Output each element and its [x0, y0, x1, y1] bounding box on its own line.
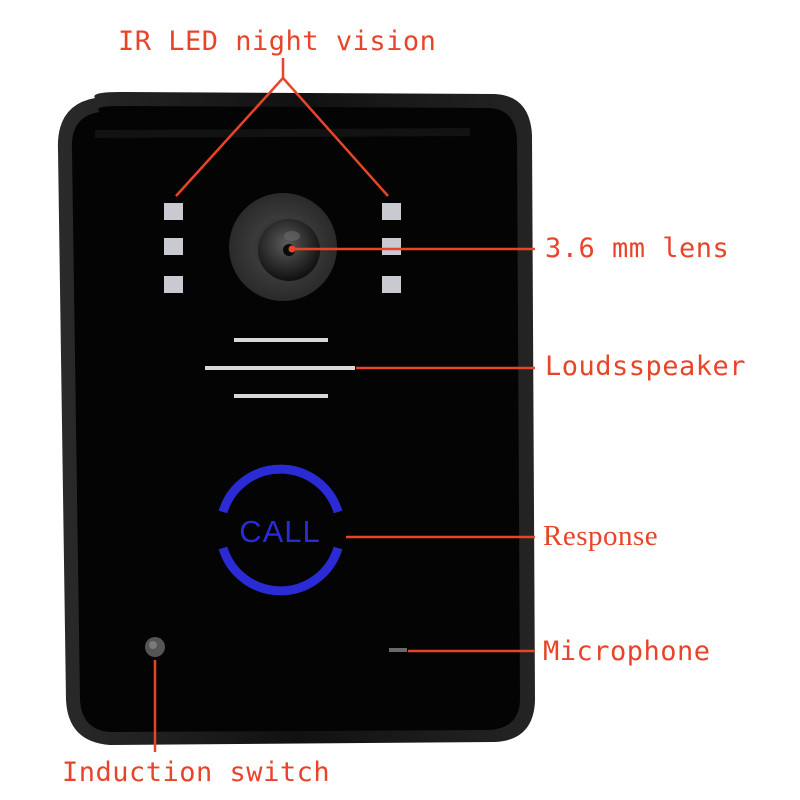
speaker-slot-middle — [205, 366, 355, 370]
microphone-hole — [389, 648, 407, 652]
label-induction-switch: Induction switch — [62, 757, 331, 788]
lens-pointer-dot — [288, 245, 296, 253]
ir-led-left-1 — [164, 203, 183, 220]
speaker-slot-bottom — [234, 394, 328, 398]
label-ir-led-night-vision: IR LED night vision — [118, 26, 437, 57]
call-label: CALL — [239, 514, 321, 549]
ir-led-left-2 — [164, 238, 183, 255]
ir-led-left-3 — [164, 276, 183, 293]
induction-sensor-highlight — [149, 641, 157, 649]
ir-led-pointer-right — [282, 77, 389, 197]
label-lens: 3.6 mm lens — [545, 233, 730, 264]
annotation-lines — [153, 58, 535, 752]
front-panel — [71, 106, 520, 732]
call-ring-top-arc — [218, 464, 343, 514]
panel-sheen — [95, 128, 470, 138]
speaker-slot-top — [234, 338, 328, 342]
call-button[interactable]: CALL — [218, 464, 343, 596]
label-response: Response — [543, 520, 659, 552]
camera-lens-glint — [284, 231, 300, 241]
ir-led-right-3 — [382, 276, 401, 293]
ir-led-right-1 — [382, 203, 401, 220]
ir-led-right-2 — [382, 238, 401, 255]
label-microphone: Microphone — [543, 636, 711, 667]
call-ring-bottom-arc — [218, 546, 343, 596]
ir-led-pointer-left — [175, 77, 284, 197]
label-loudspeaker: Loudsspeaker — [545, 351, 747, 382]
